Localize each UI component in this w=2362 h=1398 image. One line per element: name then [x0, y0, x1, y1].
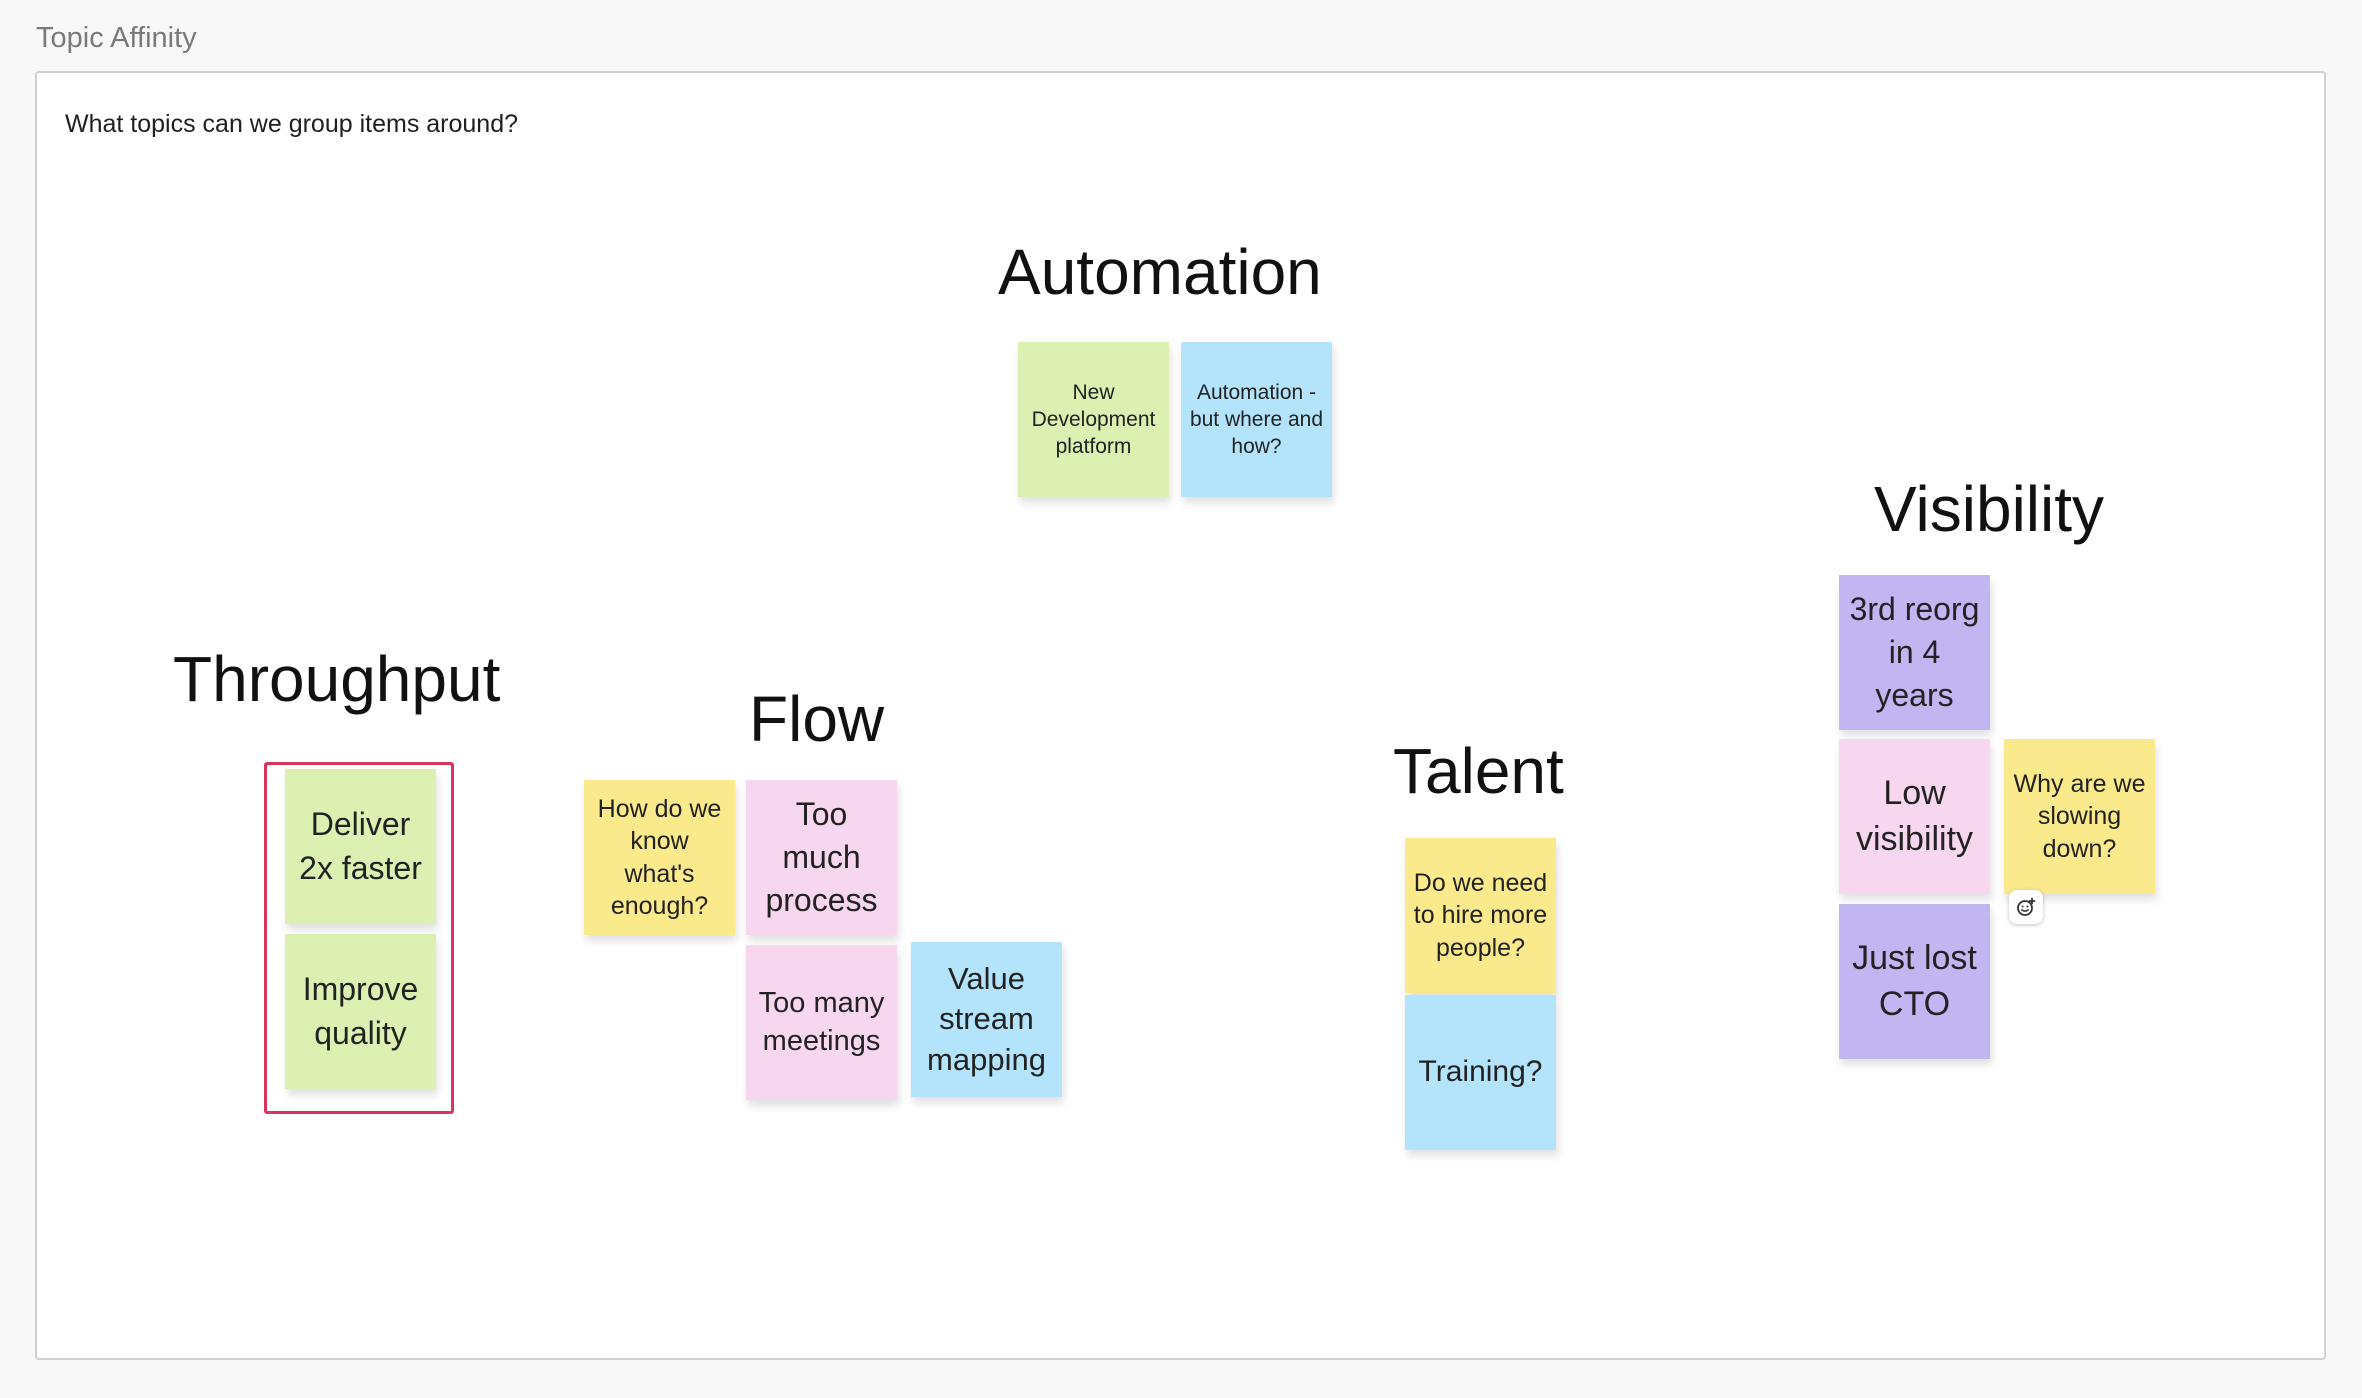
sticky-automation-where[interactable]: Automation - but where and how? — [1181, 342, 1332, 497]
sticky-text: Do we need to hire more people? — [1413, 868, 1548, 962]
sticky-just-lost-cto[interactable]: Just lost CTO — [1839, 904, 1990, 1059]
sticky-how-do-we-know[interactable]: How do we know what's enough? — [584, 780, 735, 935]
sticky-why-slowing-down[interactable]: Why are we slowing down? — [2004, 739, 2155, 894]
sticky-low-visibility[interactable]: Low visibility — [1839, 739, 1990, 894]
sticky-3rd-reorg[interactable]: 3rd reorg in 4 years — [1839, 575, 1990, 730]
sticky-hire-more-people[interactable]: Do we need to hire more people? — [1405, 838, 1556, 993]
sticky-improve-quality[interactable]: Improve quality — [285, 934, 436, 1089]
sticky-value-stream-mapping[interactable]: Value stream mapping — [911, 942, 1062, 1097]
sticky-text: How do we know what's enough? — [597, 794, 722, 921]
selection-box[interactable] — [264, 762, 454, 1114]
sticky-text: 3rd reorg in 4 years — [1849, 590, 1980, 714]
sticky-training[interactable]: Training? — [1405, 995, 1556, 1150]
heading-talent[interactable]: Talent — [1393, 735, 1564, 807]
frame-prompt[interactable]: What topics can we group items around? — [65, 110, 519, 138]
sticky-text: Improve quality — [302, 971, 419, 1051]
sticky-new-development-platform[interactable]: New Development platform — [1018, 342, 1169, 497]
sticky-text: Low visibility — [1855, 773, 1974, 858]
sticky-too-many-meetings[interactable]: Too many meetings — [746, 945, 897, 1100]
add-reaction-icon — [2017, 897, 2036, 916]
heading-flow[interactable]: Flow — [749, 683, 885, 755]
heading-automation[interactable]: Automation — [998, 236, 1322, 308]
sticky-text: New Development platform — [1031, 380, 1156, 459]
frame-title[interactable]: Topic Affinity — [36, 22, 197, 54]
add-reaction-button[interactable] — [2009, 890, 2043, 924]
heading-throughput[interactable]: Throughput — [173, 643, 501, 715]
sticky-deliver-faster[interactable]: Deliver 2x faster — [285, 769, 436, 924]
sticky-text: Training? — [1418, 1055, 1543, 1089]
sticky-too-much-process[interactable]: Too much process — [746, 780, 897, 935]
sticky-text: Why are we slowing down? — [2013, 769, 2146, 863]
sticky-text: Too much process — [765, 795, 878, 919]
heading-visibility[interactable]: Visibility — [1874, 473, 2104, 545]
sticky-text: Too many meetings — [758, 986, 885, 1057]
sticky-text: Value stream mapping — [927, 961, 1046, 1077]
sticky-text: Automation - but where and how? — [1189, 380, 1324, 459]
sticky-text: Just lost CTO — [1852, 938, 1977, 1023]
sticky-text: Deliver 2x faster — [299, 806, 422, 886]
